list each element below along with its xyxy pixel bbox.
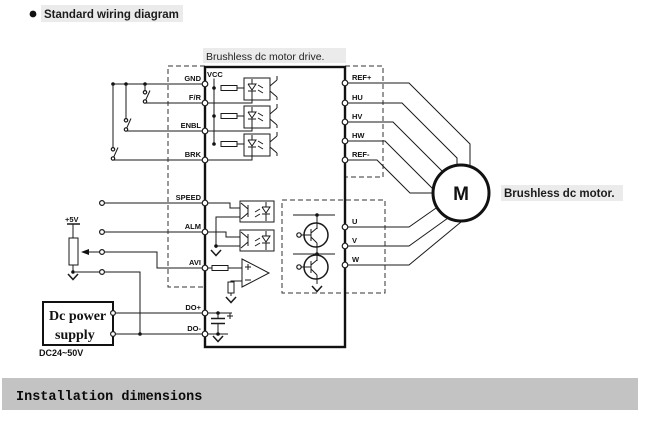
potentiometer-icon <box>68 237 79 266</box>
terminal-hv: HV <box>352 112 362 121</box>
terminal-v: V <box>352 236 357 245</box>
capacitor-icon <box>211 317 225 325</box>
resistor-icon <box>220 85 238 91</box>
terminal-enbl: ENBL <box>181 121 202 130</box>
optocoupler-alm-icon <box>208 229 275 252</box>
power-supply-name-1: Dc power <box>49 309 106 324</box>
section-title: Standard wiring diagram <box>44 9 179 21</box>
footer-bar <box>2 378 638 410</box>
terminal-alm: ALM <box>185 222 201 231</box>
terminal-ref-plus: REF+ <box>352 73 372 82</box>
terminal-avi: AVI <box>189 258 201 267</box>
terminal-speed: SPEED <box>176 193 202 202</box>
motor-label: Brushless dc motor. <box>504 188 615 200</box>
terminal-do-minus: DO- <box>187 324 201 333</box>
left-terminals: GND F/R ENBL BRK SPEED ALM AVI DO+ DO- <box>176 74 209 338</box>
terminal-u: U <box>352 217 357 226</box>
power-supply-name-2: supply <box>55 328 95 343</box>
ground-icon <box>225 296 237 304</box>
plus5v-label: +5V <box>65 215 79 224</box>
footer-title: Installation dimensions <box>16 390 202 405</box>
terminal-fr: F/R <box>189 93 202 102</box>
speed-alm-leads <box>98 200 202 236</box>
terminal-brk: BRK <box>185 150 202 159</box>
power-supply-box <box>42 301 114 346</box>
drive-label: Brushless dc motor drive. <box>203 48 346 63</box>
terminal-w: W <box>352 255 360 264</box>
ground-icon <box>212 335 224 343</box>
speed-potentiometer: +5V <box>65 215 202 336</box>
avi-opamp <box>208 258 271 304</box>
optocoupler-fr-icon <box>208 76 278 104</box>
input-optocouplers <box>208 76 278 161</box>
switch-fr-icon <box>142 84 202 104</box>
optocoupler-speed-icon <box>208 200 275 248</box>
power-stage-dashed-box <box>281 199 386 294</box>
left-connector-dashed-box <box>167 65 205 288</box>
optocoupler-brk-icon <box>208 132 278 161</box>
terminal-hw: HW <box>352 131 365 140</box>
dc-power-supply: Dc power supply DC24~50V <box>39 301 202 358</box>
hall-connector-dashed-box <box>345 65 384 178</box>
output-optocouplers <box>208 200 275 257</box>
transistor-top-icon <box>296 215 329 254</box>
power-stage <box>293 213 335 293</box>
drive-box <box>203 65 347 349</box>
footer-section: Installation dimensions <box>2 378 638 410</box>
vcc-rail: VCC <box>207 70 223 146</box>
vcc-label: VCC <box>207 70 223 79</box>
motor-circle-icon <box>431 163 491 223</box>
wiper-arrow-icon <box>81 249 89 255</box>
resistor-icon <box>211 265 229 271</box>
input-switch-wiring <box>110 82 202 161</box>
motor-wires <box>345 82 471 266</box>
switch-brk-icon <box>110 84 202 161</box>
drive-title: Brushless dc motor drive. <box>206 51 324 63</box>
power-supply-rating: DC24~50V <box>39 348 83 358</box>
optocoupler-enbl-icon <box>208 104 278 132</box>
bus-capacitor <box>208 311 233 343</box>
ground-icon <box>311 285 323 293</box>
terminal-hu: HU <box>352 93 363 102</box>
ground-icon <box>210 249 222 257</box>
section-header: Standard wiring diagram <box>29 5 183 22</box>
motor-symbol: M <box>453 184 469 205</box>
bullet-icon <box>29 10 37 18</box>
motor: M Brushless dc motor. <box>431 163 623 223</box>
right-terminals: REF+ HU HV HW REF- U V W <box>341 73 372 269</box>
terminal-gnd: GND <box>184 74 201 83</box>
terminal-do-plus: DO+ <box>185 303 201 312</box>
opamp-icon <box>241 258 271 288</box>
terminal-ref-minus: REF- <box>352 150 370 159</box>
ground-icon <box>67 273 79 281</box>
transistor-bottom-icon <box>296 254 329 284</box>
switch-enbl-icon <box>123 84 202 132</box>
resistor-icon <box>220 141 238 147</box>
resistor-icon <box>220 113 238 119</box>
resistor-icon <box>227 281 235 294</box>
